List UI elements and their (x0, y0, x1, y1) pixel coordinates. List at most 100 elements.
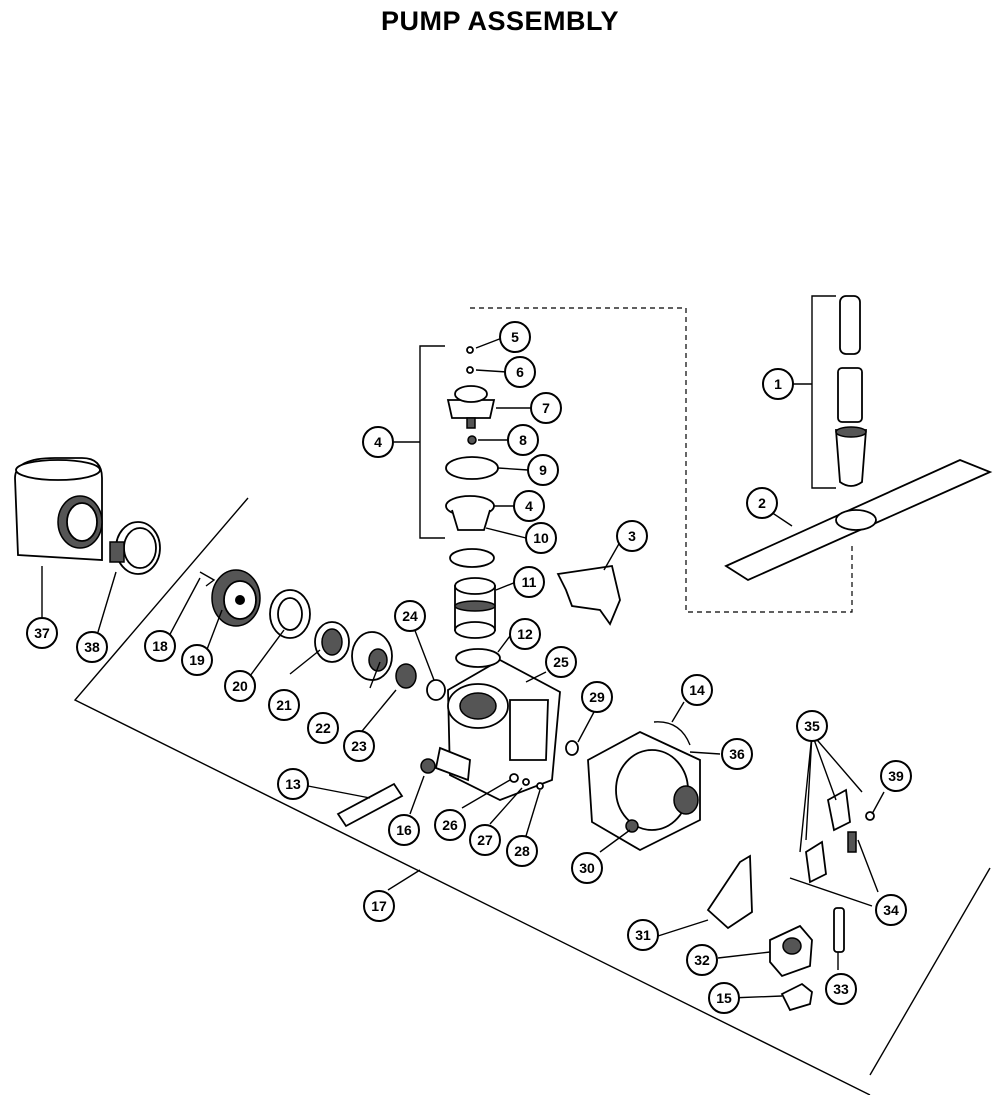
callout-5: 5 (499, 321, 531, 353)
svg-text:4: 4 (525, 498, 533, 514)
page-title: PUMP ASSEMBLY (380, 6, 620, 36)
svg-text:25: 25 (553, 654, 569, 670)
part-32-solenoid (769, 924, 813, 978)
callout-9: 9 (527, 454, 559, 486)
leader-lines (41, 337, 885, 999)
svg-text:6: 6 (516, 364, 524, 380)
part-31-bracket (706, 854, 753, 930)
part-motor (587, 730, 701, 852)
spray-arm-dashed-outline (470, 307, 853, 613)
callout-31: 31 (627, 919, 659, 951)
part-18-wire (199, 571, 216, 587)
svg-text:28: 28 (514, 843, 530, 859)
callout-33: 33 (825, 973, 857, 1005)
part-33-pin (833, 907, 845, 953)
part-8-ball (467, 435, 477, 445)
part-6-ring (466, 366, 474, 374)
svg-text:36: 36 (729, 746, 745, 762)
part-12-clamp (455, 648, 501, 668)
callout-20: 20 (224, 670, 256, 702)
part-30-grommet (625, 819, 639, 833)
svg-text:2: 2 (758, 495, 766, 511)
svg-text:39: 39 (888, 768, 904, 784)
callout-21: 21 (268, 689, 300, 721)
callout-15: 15 (708, 982, 740, 1014)
part-14-wire (653, 721, 691, 746)
svg-text:27: 27 (477, 832, 493, 848)
svg-text:17: 17 (371, 898, 387, 914)
callout-12: 12 (509, 618, 541, 650)
part-16-fitting (420, 758, 436, 774)
svg-text:26: 26 (442, 817, 458, 833)
callout-7: 7 (530, 392, 562, 424)
callout-23: 23 (343, 730, 375, 762)
svg-text:29: 29 (589, 689, 605, 705)
part-22-hub (351, 631, 393, 681)
svg-text:23: 23 (351, 738, 367, 754)
svg-text:30: 30 (579, 860, 595, 876)
callout-38: 38 (76, 631, 108, 663)
svg-text:33: 33 (833, 981, 849, 997)
svg-text:21: 21 (276, 697, 292, 713)
svg-text:35: 35 (804, 718, 820, 734)
svg-text:3: 3 (628, 528, 636, 544)
svg-text:37: 37 (34, 625, 50, 641)
part-37-housing (14, 457, 103, 561)
svg-text:13: 13 (285, 776, 301, 792)
part-24-washer (426, 679, 446, 701)
svg-text:20: 20 (232, 678, 248, 694)
callout-30: 30 (571, 852, 603, 884)
callout-19: 19 (181, 644, 213, 676)
callout-1: 1 (762, 368, 794, 400)
part-23-nut (395, 663, 417, 689)
svg-text:16: 16 (396, 822, 412, 838)
svg-text:5: 5 (511, 329, 519, 345)
svg-text:31: 31 (635, 927, 651, 943)
callout-25: 25 (545, 646, 577, 678)
callout-39: 39 (880, 760, 912, 792)
part-1-tubes (835, 295, 867, 487)
part-25-pump-body (434, 658, 561, 801)
svg-text:7: 7 (542, 400, 550, 416)
part-o-ring (449, 548, 495, 568)
part-20-ring (269, 589, 311, 639)
callout-10: 10 (525, 522, 557, 554)
part-35-lever (826, 788, 851, 832)
callout-37: 37 (26, 617, 58, 649)
part-10-collar (445, 495, 495, 531)
part-28-nut (536, 782, 544, 790)
callout-22: 22 (307, 712, 339, 744)
part-19-impeller (211, 569, 261, 627)
callout-16: 16 (388, 814, 420, 846)
bracket-1 (792, 295, 836, 489)
svg-text:32: 32 (694, 952, 710, 968)
callout-26: 26 (434, 809, 466, 841)
part-15-block (780, 982, 813, 1012)
bracket-4 (394, 345, 445, 539)
part-7-valve (446, 385, 496, 429)
part-3-shield (556, 564, 621, 626)
callout-34: 34 (875, 894, 907, 926)
svg-text:14: 14 (689, 682, 705, 698)
callout-24: 24 (394, 600, 426, 632)
callout-17: 17 (363, 890, 395, 922)
callout-28: 28 (506, 835, 538, 867)
callout-3: 3 (616, 520, 648, 552)
svg-text:34: 34 (883, 902, 899, 918)
callout-6: 6 (504, 356, 536, 388)
svg-text:11: 11 (522, 574, 537, 590)
part-2-spray-arm (724, 459, 993, 582)
part-26-washer (509, 773, 519, 783)
svg-text:8: 8 (519, 432, 527, 448)
svg-text:12: 12 (517, 626, 533, 642)
part-35-link (805, 840, 827, 884)
callout-4-collar: 4 (513, 490, 545, 522)
part-38-clamp (109, 521, 161, 575)
part-9-gasket (445, 456, 499, 480)
callout-4-group: 4 (362, 426, 394, 458)
svg-text:10: 10 (533, 530, 549, 546)
callout-27: 27 (469, 824, 501, 856)
part-5-screw (466, 346, 474, 354)
part-13-tube (336, 782, 404, 828)
